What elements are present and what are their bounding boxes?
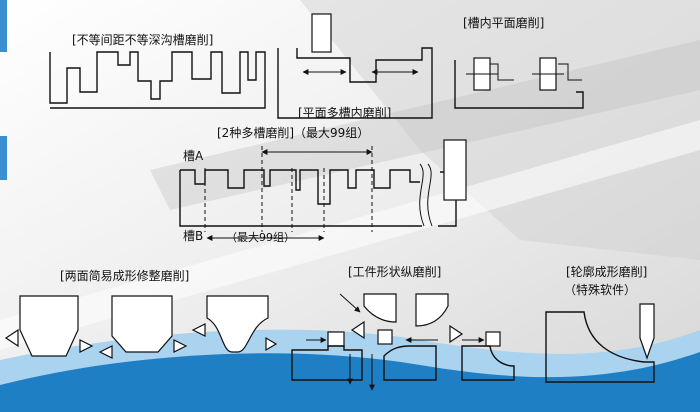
- wp-wheel-top-right: [415, 293, 449, 327]
- label-inner-plane: [槽内平面磨削]: [463, 16, 544, 30]
- label-special-sw: （特殊软件）: [564, 282, 636, 297]
- dresser-tip-right-3: [265, 336, 278, 352]
- form-wheel-3: [206, 295, 269, 353]
- dresser-tip-left-2: [98, 345, 113, 359]
- accent-bar-top: [0, 0, 7, 52]
- label-two-kinds: [2种多槽磨削]（最大99组）: [217, 126, 369, 140]
- wp-block-right: [461, 345, 515, 381]
- inner-plane-groove-left: [488, 63, 514, 81]
- unequal-groove-profile: [49, 51, 266, 109]
- label-two-face: [两面简易成形修整磨削]: [60, 268, 189, 283]
- background-machine-shade: [300, 0, 700, 260]
- wp-block-center: [383, 345, 437, 381]
- background-bright-streak: [0, 120, 700, 350]
- wp-block-left: [291, 345, 363, 381]
- profile-wheel: [639, 303, 655, 360]
- wp-arrow-diag: [339, 293, 361, 313]
- inner-plane-part: [454, 60, 584, 109]
- inner-plane-groove-right: [558, 63, 582, 81]
- dresser-tip-right-1: [79, 339, 94, 353]
- wp-wheel-top-left: [363, 293, 397, 323]
- break-mark: [419, 163, 433, 227]
- multi-wheel: [443, 139, 467, 201]
- wp-small-wheel-center: [377, 329, 393, 345]
- label-multi-plane: [平面多槽内磨削]: [298, 106, 391, 120]
- label-workpiece: [工件形状纵磨削]: [348, 265, 441, 279]
- wp-dresser-left: [350, 320, 365, 340]
- accent-bar-middle: [0, 136, 7, 180]
- profile-part: [545, 311, 655, 383]
- background-rail-shade: [150, 40, 700, 210]
- wp-small-wheel-right: [485, 331, 501, 347]
- dresser-tip-right-2: [173, 339, 188, 353]
- label-groove-b: 槽B: [183, 229, 203, 243]
- form-wheel-2: [111, 295, 173, 353]
- label-groove-a: 槽A: [183, 149, 204, 163]
- wp-small-wheel-left: [327, 331, 345, 347]
- top-wheel-groove-profile: [277, 47, 433, 119]
- dresser-tip-left-3: [191, 323, 206, 337]
- dresser-tip-left-1: [4, 328, 19, 348]
- label-unequal-groove: [不等间距不等深沟槽磨削]: [72, 33, 213, 47]
- label-profile: [轮廓成形磨削]: [566, 264, 647, 279]
- label-max-groups: （最大99组）: [226, 230, 295, 244]
- wp-dresser-right: [449, 324, 464, 344]
- form-wheel-1: [19, 295, 79, 357]
- top-wheel: [311, 13, 332, 53]
